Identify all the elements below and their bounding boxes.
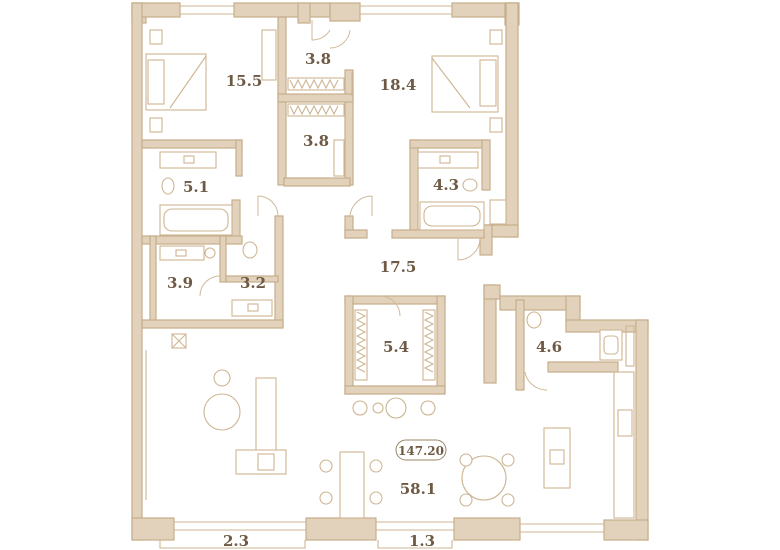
wc-fixtures bbox=[159, 241, 273, 317]
windows bbox=[174, 5, 604, 533]
laundry-fixtures bbox=[526, 311, 635, 367]
room-area-hall: 17.5 bbox=[380, 258, 417, 276]
room-area-closet-top: 3.8 bbox=[305, 50, 331, 68]
room-labels: 15.5 3.8 3.8 18.4 5.1 4.3 3.9 3.2 17.5 5… bbox=[167, 50, 562, 550]
room-area-bath-small: 3.9 bbox=[167, 274, 193, 292]
living-furniture bbox=[145, 333, 515, 519]
room-area-closet-bottom: 3.8 bbox=[303, 132, 329, 150]
room-area-balcony-right: 1.3 bbox=[409, 532, 435, 550]
interior-walls bbox=[141, 16, 619, 395]
room-area-laundry: 4.6 bbox=[536, 338, 562, 356]
total-area-value: 147.20 bbox=[398, 444, 444, 458]
room-area-wc: 3.2 bbox=[240, 274, 266, 292]
room-area-bath-right: 4.3 bbox=[433, 176, 459, 194]
kitchen-fixtures bbox=[543, 371, 635, 519]
room-area-balcony-left: 2.3 bbox=[223, 532, 249, 550]
balconies bbox=[159, 540, 453, 549]
total-area-badge: 147.20 bbox=[395, 439, 447, 461]
bath-right-fixtures bbox=[417, 151, 507, 231]
doors bbox=[199, 20, 548, 391]
room-area-bath-left: 5.1 bbox=[183, 178, 209, 196]
room-area-bedroom-right: 18.4 bbox=[380, 76, 417, 94]
closet-fixtures bbox=[287, 72, 353, 177]
bath-left-fixtures bbox=[159, 151, 233, 236]
room-area-wardrobe: 5.4 bbox=[383, 338, 409, 356]
wardrobe-fixtures bbox=[354, 309, 436, 381]
room-area-living: 58.1 bbox=[400, 480, 437, 498]
bed-right bbox=[431, 29, 503, 133]
bed-left bbox=[145, 29, 277, 133]
room-area-bedroom-left: 15.5 bbox=[226, 72, 263, 90]
